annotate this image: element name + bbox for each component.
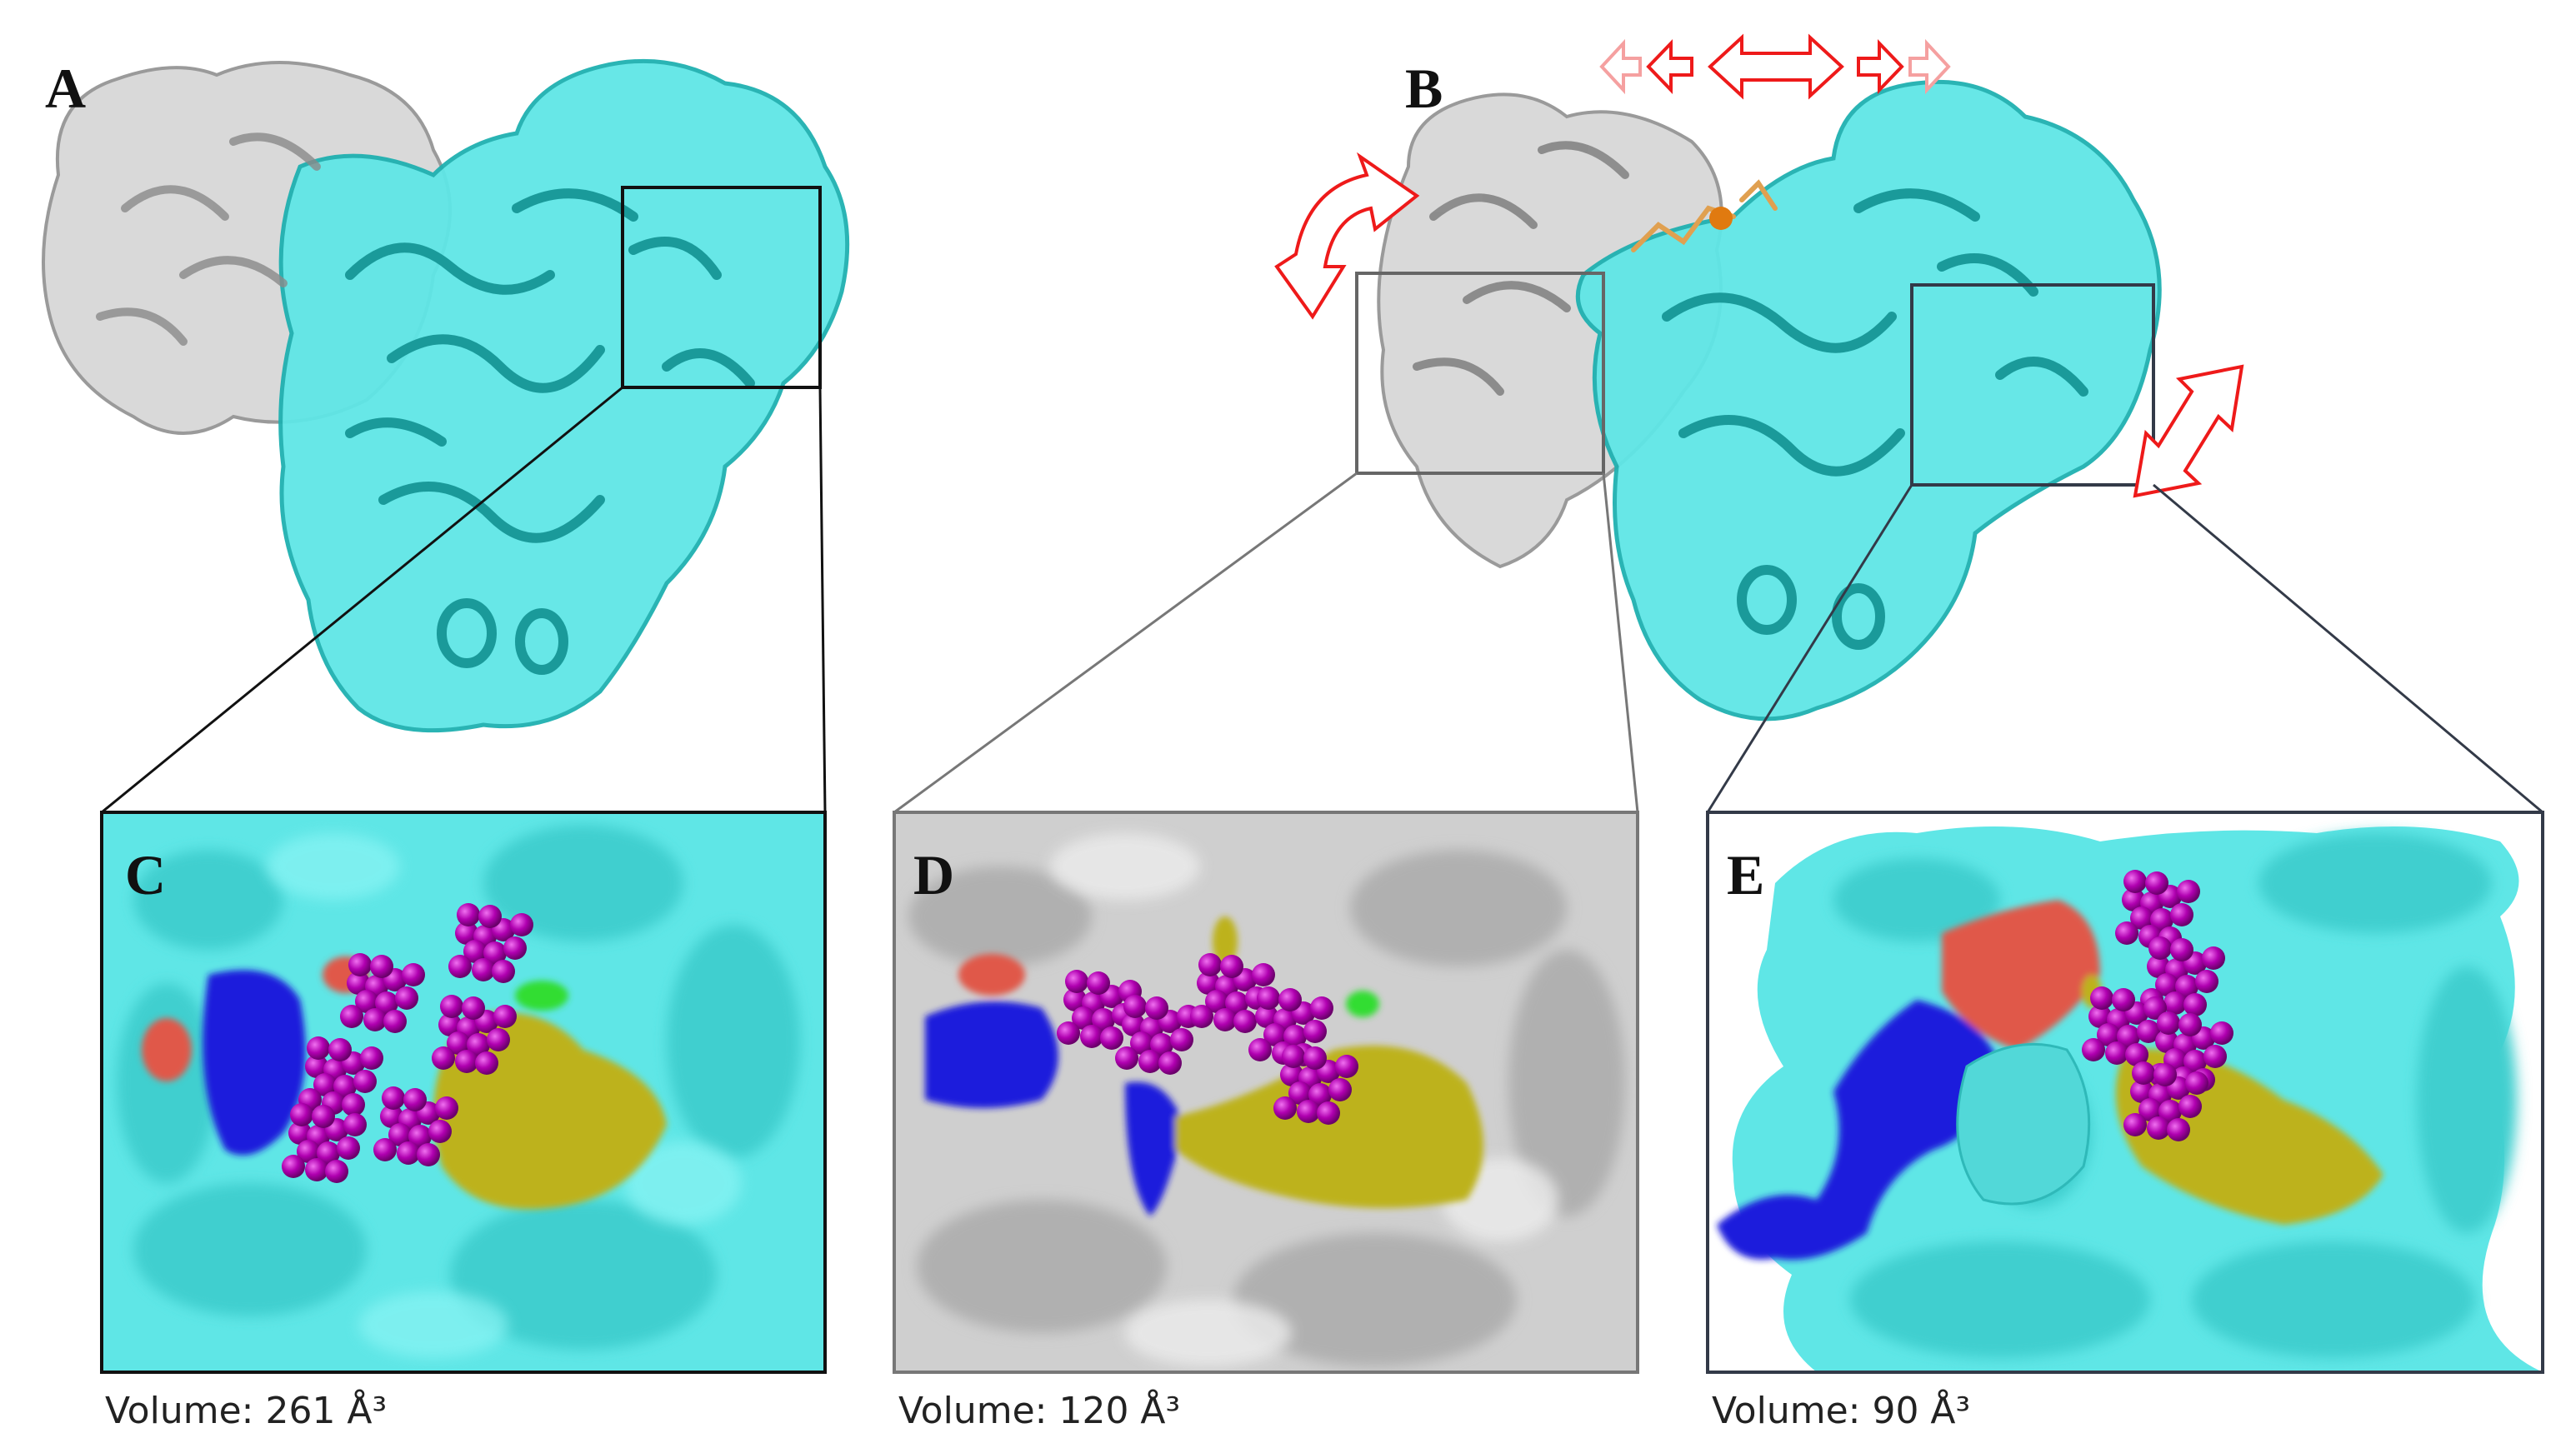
panel-label-d: D <box>913 843 955 906</box>
panel-c-frame <box>100 811 827 1374</box>
motion-arrows <box>1274 33 2244 498</box>
zoom-line-e-left <box>1706 484 1913 813</box>
panel-d-pocket <box>894 812 1638 1372</box>
zoom-line-d-right <box>1602 472 1639 813</box>
volume-caption-e: Volume: 90 Å³ <box>1712 1390 1971 1432</box>
panel-b-structure <box>1355 79 2162 722</box>
volume-caption-d: Volume: 120 Å³ <box>898 1390 1181 1432</box>
zoom-line-a-left <box>101 386 623 814</box>
panel-label-a: A <box>45 57 87 120</box>
panel-c-pocket <box>102 812 825 1372</box>
panel-a-structure <box>42 58 850 733</box>
volume-caption-c: Volume: 261 Å³ <box>105 1390 388 1432</box>
zoom-line-d-left <box>893 472 1358 814</box>
panel-e-pocket <box>1708 812 2543 1372</box>
panel-label-b: B <box>1405 57 1443 120</box>
panel-e-frame <box>1706 811 2544 1374</box>
panel-label-e: E <box>1727 843 1765 906</box>
panel-d-frame <box>893 811 1639 1374</box>
panel-label-c: C <box>125 843 167 906</box>
zoom-line-e-right <box>2153 483 2543 814</box>
zoom-line-a-right <box>818 387 827 813</box>
